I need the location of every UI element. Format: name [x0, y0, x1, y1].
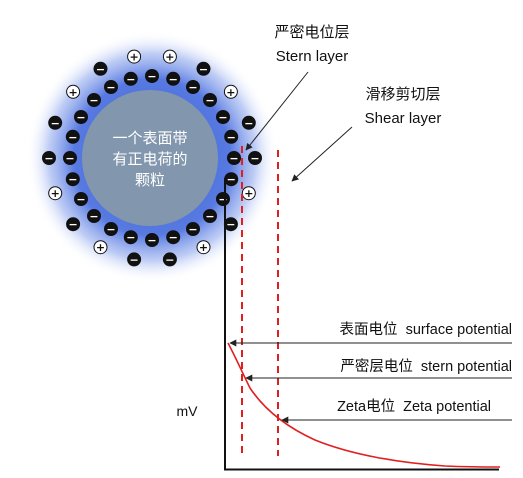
negative-ion-4	[216, 110, 230, 124]
positive-ion-sign-29: +	[244, 187, 253, 200]
negative-ion-sign-10: −	[188, 223, 197, 236]
stern-potential-label: 严密层电位 stern potential	[340, 358, 512, 375]
positive-ion-36	[48, 186, 63, 201]
positive-ion-sign-36: +	[51, 187, 60, 200]
negative-ion-5	[224, 129, 239, 144]
negative-ion-sign-17: −	[68, 173, 77, 186]
negative-ion-sign-30: −	[226, 218, 235, 231]
negative-ion-sign-9: −	[205, 210, 214, 223]
negative-ion-38	[48, 115, 63, 130]
negative-ion-19	[65, 129, 80, 144]
negative-ion-sign-2: −	[188, 81, 197, 94]
negative-ion-sign-35: −	[68, 218, 77, 231]
negative-ion-14	[104, 222, 118, 236]
negative-ion-35	[66, 217, 81, 232]
negative-ion-33	[127, 252, 142, 267]
negative-ion-sign-32: −	[165, 253, 174, 266]
negative-ion-13	[123, 230, 138, 245]
negative-ion-25	[196, 61, 211, 76]
negative-ion-sign-18: −	[65, 152, 74, 165]
shear-layer-pointer	[291, 126, 353, 182]
negative-ion-sign-25: −	[199, 63, 208, 76]
positive-ion-sign-39: +	[68, 86, 77, 99]
particle-core	[82, 90, 218, 226]
negative-ion-9	[203, 209, 217, 223]
negative-ion-27	[241, 115, 256, 130]
positive-ion-sign-34: +	[96, 241, 105, 254]
negative-ion-sign-16: −	[76, 193, 85, 206]
negative-ion-12	[145, 233, 159, 247]
negative-ion-sign-4: −	[218, 111, 227, 124]
ion-layer: −−−−−−−−−−−−−−−−−−−−−−−−+−+−−+−+−−+−+−−+…	[42, 49, 262, 267]
negative-ion-sign-37: −	[44, 152, 53, 165]
negative-ion-sign-14: −	[106, 223, 115, 236]
negative-ion-sign-15: −	[89, 210, 98, 223]
positive-ion-26	[223, 84, 238, 99]
negative-ion-sign-7: −	[227, 173, 236, 186]
negative-ion-sign-3: −	[205, 94, 214, 107]
negative-ion-sign-6: −	[229, 152, 238, 165]
negative-ion-2	[186, 80, 200, 94]
negative-ion-sign-19: −	[68, 131, 77, 144]
positive-ion-29	[241, 186, 256, 201]
negative-ion-20	[74, 110, 88, 124]
positive-ion-39	[66, 84, 81, 99]
negative-ion-17	[65, 172, 80, 187]
negative-ion-sign-38: −	[51, 117, 60, 130]
negative-ion-8	[216, 192, 230, 206]
stern-layer-label-cn: 严密电位层	[274, 24, 349, 41]
negative-ion-3	[203, 93, 217, 107]
negative-ion-37	[42, 151, 56, 165]
positive-ion-sign-26: +	[226, 86, 235, 99]
negative-ion-sign-33: −	[129, 253, 138, 266]
particle-label-line-1: 一个表面带	[112, 130, 187, 147]
negative-ion-sign-27: −	[244, 117, 253, 130]
particle-label-line-3: 颗粒	[135, 172, 165, 189]
negative-ion-18	[63, 151, 77, 165]
positive-ion-41	[127, 49, 142, 64]
shear-layer-label-en: Shear layer	[365, 110, 442, 127]
negative-ion-23	[123, 71, 138, 86]
negative-ion-0	[145, 69, 159, 83]
zeta-potential-label: Zeta电位 Zeta potential	[337, 398, 491, 415]
negative-ion-6	[227, 151, 241, 165]
negative-ion-sign-21: −	[89, 94, 98, 107]
negative-ion-sign-0: −	[147, 70, 156, 83]
positive-ion-34	[93, 240, 108, 255]
positive-ion-sign-41: +	[129, 51, 138, 64]
surface-potential-label: 表面电位 surface potential	[340, 321, 512, 338]
stern-layer-label-en: Stern layer	[276, 48, 349, 65]
negative-ion-sign-5: −	[227, 131, 236, 144]
y-axis-label: mV	[177, 403, 199, 419]
positive-ion-24	[162, 49, 177, 64]
negative-ion-11	[166, 230, 181, 245]
negative-ion-40	[93, 61, 108, 76]
negative-ion-28	[248, 151, 262, 165]
positive-ion-sign-24: +	[165, 51, 174, 64]
negative-ion-sign-1: −	[169, 73, 178, 86]
positive-ion-31	[196, 240, 211, 255]
negative-ion-15	[87, 209, 101, 223]
negative-ion-sign-12: −	[147, 234, 156, 247]
negative-ion-32	[162, 252, 177, 267]
negative-ion-sign-28: −	[250, 152, 259, 165]
negative-ion-sign-13: −	[126, 231, 135, 244]
negative-ion-sign-11: −	[169, 231, 178, 244]
particle-label-line-2: 有正电荷的	[112, 151, 187, 168]
stern-layer-pointer	[245, 71, 309, 151]
negative-ion-10	[186, 222, 200, 236]
negative-ion-sign-8: −	[218, 193, 227, 206]
negative-ion-1	[166, 71, 181, 86]
negative-ion-sign-23: −	[126, 73, 135, 86]
negative-ion-sign-22: −	[106, 81, 115, 94]
positive-ion-sign-31: +	[199, 241, 208, 254]
negative-ion-sign-20: −	[76, 111, 85, 124]
negative-ion-sign-40: −	[96, 63, 105, 76]
negative-ion-16	[74, 192, 88, 206]
negative-ion-21	[87, 93, 101, 107]
shear-layer-label-cn: 滑移剪切层	[365, 86, 440, 103]
negative-ion-22	[104, 80, 118, 94]
